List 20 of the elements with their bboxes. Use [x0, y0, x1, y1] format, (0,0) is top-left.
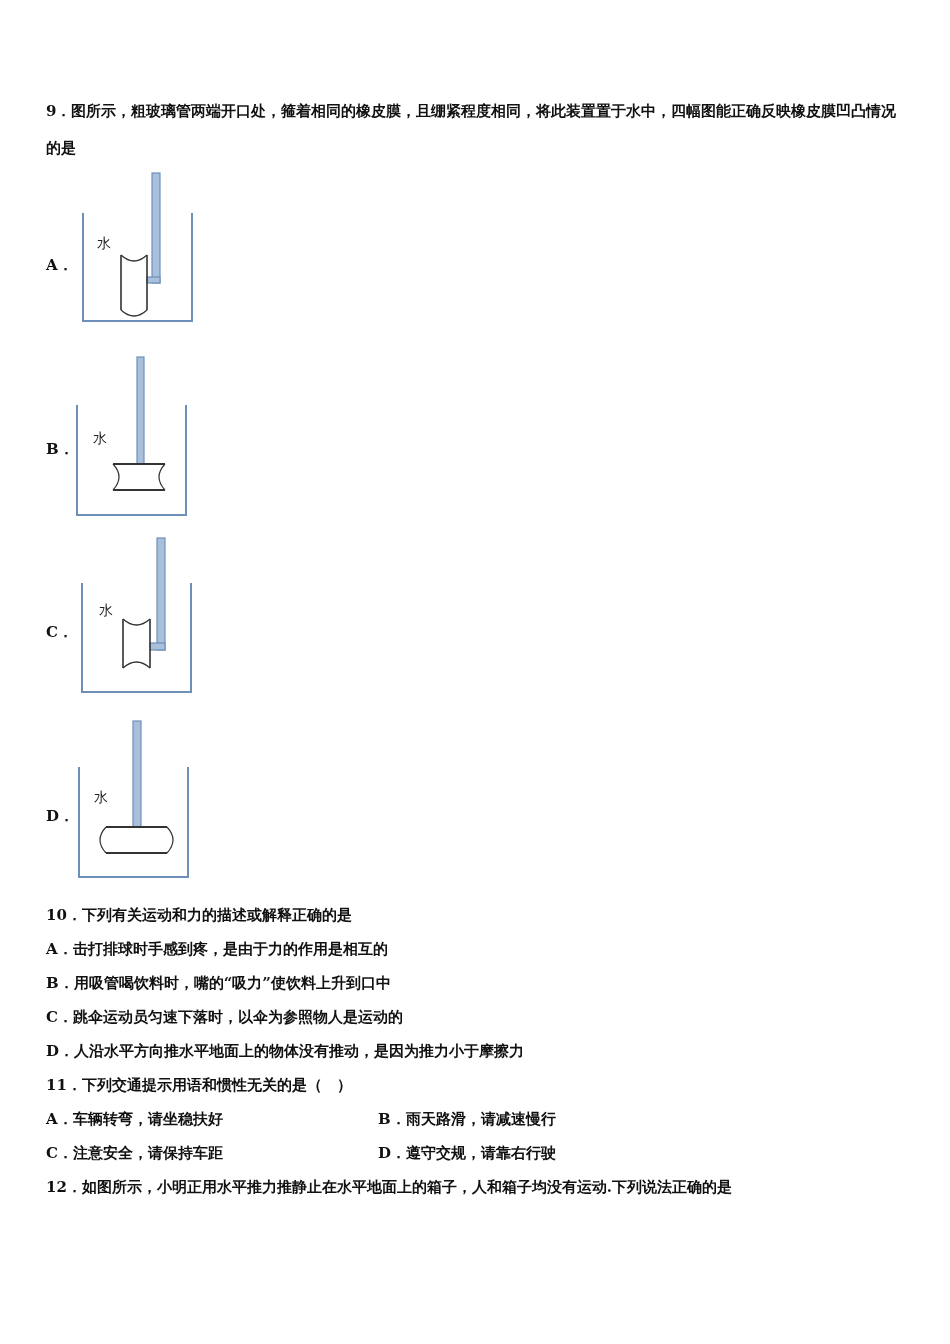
water-label: 水: [93, 430, 107, 448]
answer-option: C．跳伞运动员匀速下落时，以伞为参照物人是运动的: [46, 999, 403, 1036]
answer-option: D．遵守交规，请靠右行驶: [378, 1135, 556, 1172]
water-label: 水: [94, 789, 108, 807]
water-label: 水: [97, 235, 111, 253]
answer-option: A．车辆转弯，请坐稳扶好: [46, 1101, 223, 1138]
option-letter: B．: [46, 439, 74, 460]
option-letter: C．: [46, 622, 73, 643]
answer-option: C．注意安全，请保持车距: [46, 1135, 223, 1172]
question-text: 11．下列交通提示用语和惯性无关的是（ ）: [46, 1075, 352, 1096]
answer-option: D．人沿水平方向推水平地面上的物体没有推动，是因为推力小于摩擦力: [46, 1033, 524, 1070]
question-text: 12．如图所示，小明正用水平推力推静止在水平地面上的箱子，人和箱子均没有运动.下列说法正确的是: [46, 1177, 733, 1198]
answer-option: A．击打排球时手感到疼，是由于力的作用是相互的: [46, 931, 388, 968]
answer-option: B．用吸管喝饮料时，嘴的“吸力”使饮料上升到口中: [46, 965, 391, 1002]
question-text: 9．图所示，粗玻璃管两端开口处，箍着相同的橡皮膜，且绷紧程度相同，将此装置置于水中，四幅图能正确反映橡皮膜凹凸情况的是: [46, 101, 898, 159]
answer-option: B．雨天路滑，请减速慢行: [378, 1101, 556, 1138]
water-label: 水: [99, 602, 113, 620]
question-text: 10．下列有关运动和力的描述或解释正确的是: [46, 905, 352, 926]
option-letter: A．: [46, 255, 73, 276]
option-letter: D．: [46, 806, 74, 827]
